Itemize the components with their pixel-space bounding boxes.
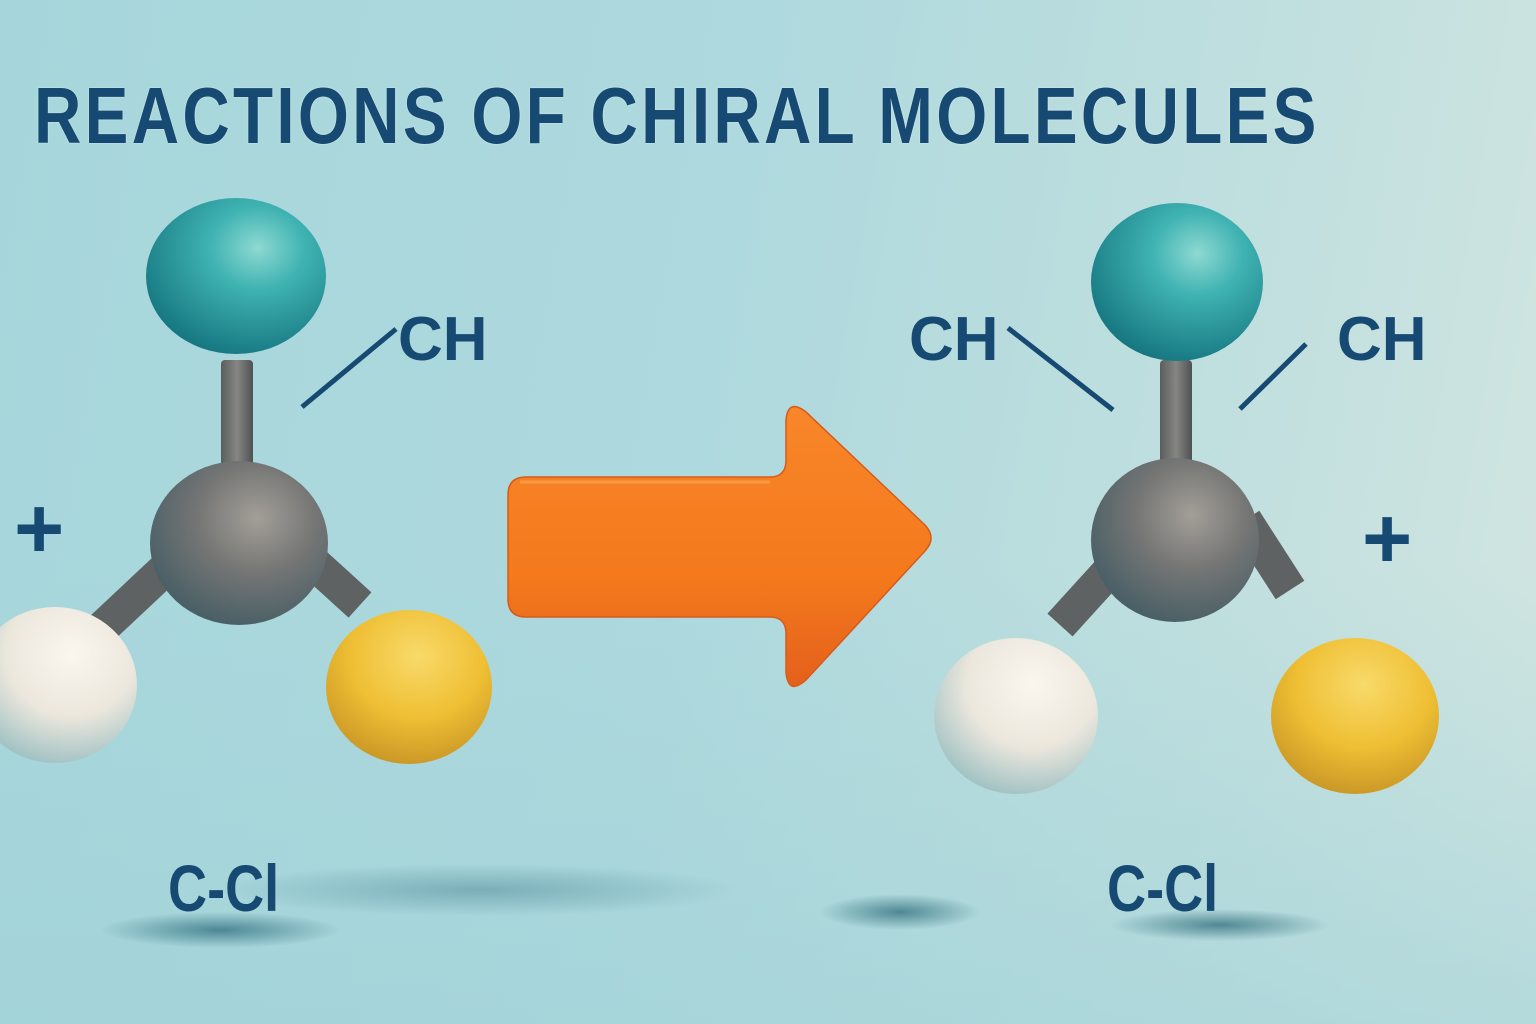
ch-bond-line-right — [1238, 342, 1308, 411]
teal-atom — [146, 198, 326, 354]
bond-top — [1160, 360, 1192, 480]
product-ccl-label: C-Cl — [1107, 851, 1218, 925]
product-plus-sign: + — [1362, 491, 1412, 587]
carbon-atom — [150, 461, 328, 625]
white-atom — [0, 607, 137, 763]
reaction-arrow-icon — [507, 405, 932, 688]
arrow-shadow — [820, 894, 980, 930]
ch-bond-line — [300, 327, 398, 409]
bond-top — [221, 360, 253, 480]
product-shadow — [1110, 909, 1330, 941]
page-title: REACTIONS OF CHIRAL MOLECULES — [34, 71, 1320, 160]
white-atom — [934, 638, 1098, 794]
reactant-shadow — [100, 912, 340, 948]
product-ch-label-left: CH — [909, 305, 999, 374]
ch-bond-line-left — [1006, 326, 1115, 412]
yellow-atom — [326, 610, 492, 764]
yellow-atom — [1271, 638, 1439, 794]
product-ch-label-right: CH — [1337, 305, 1427, 374]
reactant-molecule — [0, 198, 492, 764]
reactant-ch-label: CH — [398, 305, 488, 374]
mid-shadow — [220, 864, 740, 916]
carbon-atom — [1091, 458, 1259, 622]
reactant-ccl-label: C-Cl — [168, 851, 279, 925]
product-molecule — [934, 203, 1439, 794]
reactant-plus-sign: + — [14, 481, 64, 577]
teal-atom — [1091, 203, 1263, 361]
